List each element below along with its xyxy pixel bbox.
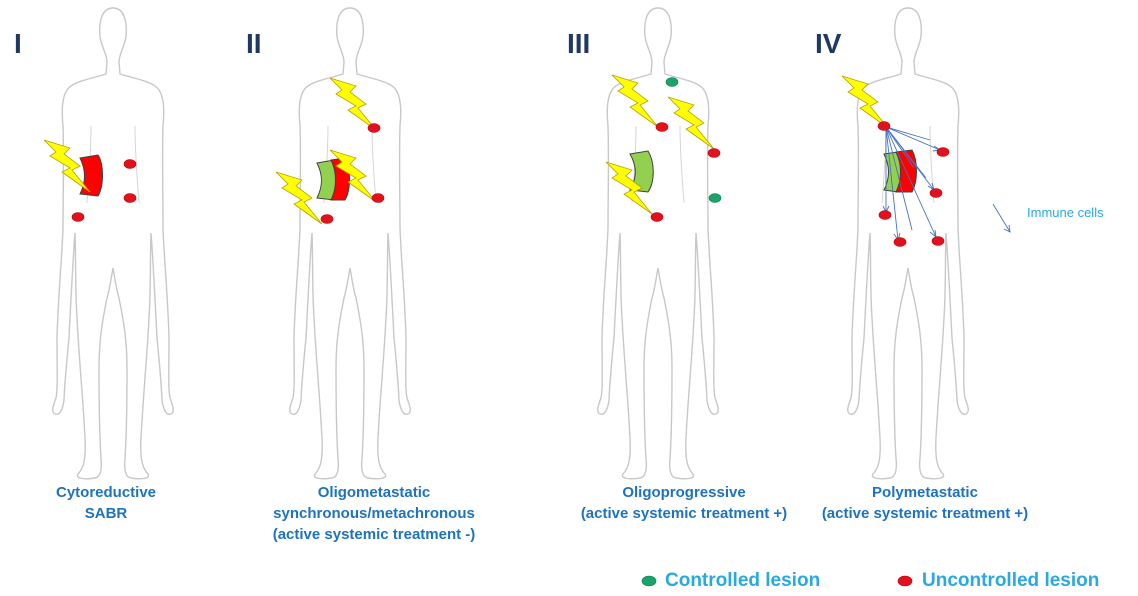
panel-3-numeral: III (567, 28, 590, 60)
radiation-bolt-icon (668, 97, 714, 149)
uncontrolled-lesion-dot (656, 123, 668, 132)
uncontrolled-lesion-dot (879, 211, 891, 220)
panel-4-numeral: IV (815, 28, 841, 60)
uncontrolled-lesion-dot (930, 189, 942, 198)
uncontrolled-lesion-dot (651, 213, 663, 222)
panel-3-caption: Oligoprogressive (active systemic treatm… (564, 482, 804, 524)
uncontrolled-lesion-dot (321, 215, 333, 224)
caption-line: Oligometastatic (254, 482, 494, 503)
panel-2-markers (276, 78, 384, 224)
immune-cells-label: Immune cells (1027, 205, 1104, 220)
radiation-bolt-icon (842, 76, 888, 128)
caption-line: (active systemic treatment -) (254, 524, 494, 545)
uncontrolled-lesion-dot (72, 213, 84, 222)
legend-uncontrolled-label: Uncontrolled lesion (922, 570, 1099, 592)
body-outline-2 (290, 8, 410, 479)
caption-line: Cytoreductive (0, 482, 226, 503)
radiation-bolt-icon (612, 75, 658, 127)
caption-line: (active systemic treatment +) (805, 503, 1045, 524)
caption-line: (active systemic treatment +) (564, 503, 804, 524)
controlled-lesion-dot (709, 194, 721, 203)
caption-line: SABR (0, 503, 226, 524)
radiation-bolt-icon (330, 78, 376, 130)
uncontrolled-lesion-dot (894, 238, 906, 247)
uncontrolled-lesion-dot (372, 194, 384, 203)
radiation-bolt-icon (276, 172, 322, 224)
caption-line: Oligoprogressive (564, 482, 804, 503)
body-outline-4 (848, 8, 968, 479)
panel-1-caption: Cytoreductive SABR (0, 482, 226, 524)
legend-controlled-dot (642, 576, 656, 586)
panel-2-numeral: II (246, 28, 262, 60)
uncontrolled-lesion-dot (937, 148, 949, 157)
uncontrolled-lesion-dot (124, 194, 136, 203)
panel-4-caption: Polymetastatic (active systemic treatmen… (805, 482, 1045, 524)
uncontrolled-lesion-dot (708, 149, 720, 158)
red-radiation-field (80, 155, 103, 196)
uncontrolled-lesion-dot (368, 124, 380, 133)
legend-controlled-label: Controlled lesion (665, 570, 820, 592)
caption-line: Polymetastatic (805, 482, 1045, 503)
body-outline-1 (53, 8, 173, 479)
uncontrolled-lesion-dot (878, 122, 890, 131)
immune-cell-arrow-key (993, 204, 1010, 232)
legend-uncontrolled-dot (898, 576, 912, 586)
immune-cell-arrows (883, 127, 940, 240)
caption-line: synchronous/metachronous (254, 503, 494, 524)
panel-1-numeral: I (14, 28, 22, 60)
uncontrolled-lesion-dot (124, 160, 136, 169)
panel-2-caption: Oligometastatic synchronous/metachronous… (254, 482, 494, 545)
controlled-lesion-dot (666, 78, 678, 87)
panel-3-markers (606, 75, 721, 222)
uncontrolled-lesion-dot (932, 237, 944, 246)
